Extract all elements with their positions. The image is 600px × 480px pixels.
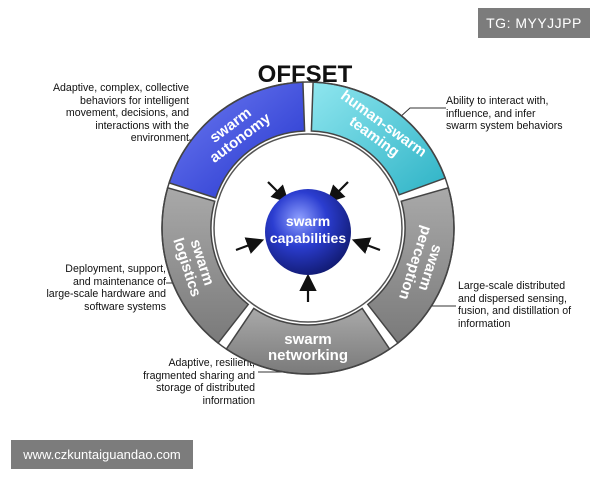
arrow-perception — [351, 237, 381, 254]
center-label-line2: capabilities — [270, 230, 346, 246]
teaming-description: Ability to interact with, influence, and… — [446, 95, 563, 133]
center-label-line1: swarm — [286, 213, 330, 229]
networking-label-line1: swarm — [284, 331, 332, 348]
perception-description: Large-scale distributed and dispersed se… — [458, 280, 572, 330]
arrow-teaming — [326, 181, 349, 204]
networking-description: Adaptive, resilient, fragmented sharing … — [143, 357, 255, 407]
arrow-logistics — [235, 237, 265, 254]
ring-segments — [161, 81, 455, 375]
outer-ring-border — [161, 81, 455, 375]
watermark-tag: TG: MYYJJPP — [478, 8, 590, 38]
logistics-description: Deployment, support, and maintenance of … — [46, 263, 166, 313]
arrow-autonomy — [267, 181, 290, 204]
capabilities-sphere — [265, 189, 351, 275]
autonomy-description: Adaptive, complex, collective behaviors … — [52, 82, 189, 145]
networking-label-line2: networking — [268, 347, 348, 364]
diagram-title: OFFSET — [257, 61, 353, 88]
watermark-site: www.czkuntaiguandao.com — [11, 440, 193, 469]
